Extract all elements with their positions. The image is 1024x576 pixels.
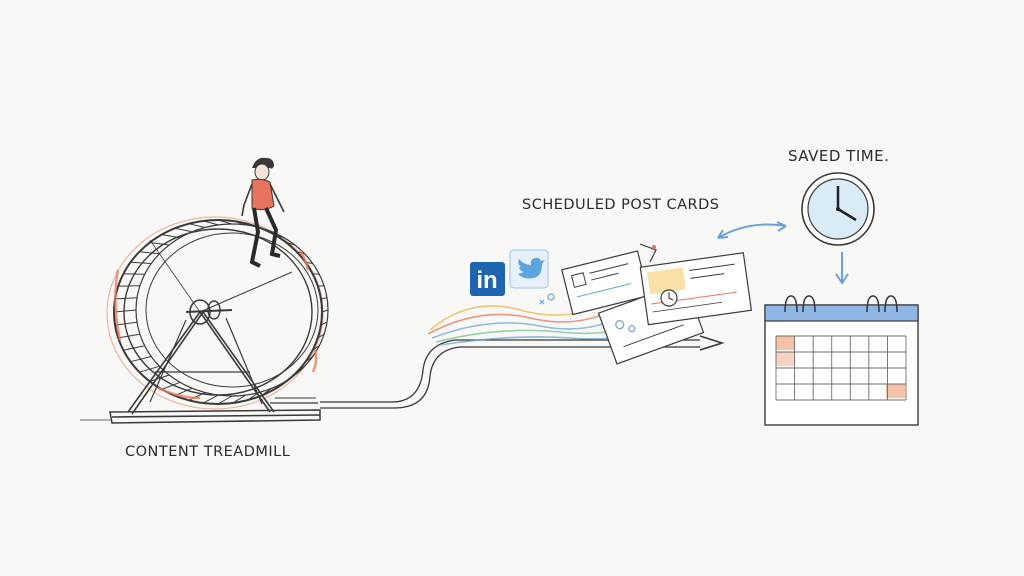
- wheel-rung: [113, 309, 137, 313]
- wheel-rung: [161, 234, 181, 239]
- clock-icon: [801, 172, 875, 246]
- wheel-rung: [149, 242, 170, 246]
- wheel-rung: [130, 261, 152, 264]
- wheel-accents: [114, 249, 318, 400]
- wheel-rung: [312, 345, 320, 351]
- wheel-rung: [203, 220, 219, 226]
- wheel-rung: [188, 392, 206, 401]
- calendar-grid: [775, 335, 907, 401]
- wheel-rung: [321, 309, 329, 313]
- flow-pipe: [320, 335, 725, 409]
- wheel-rung: [217, 395, 233, 405]
- wheel-rung: [139, 365, 160, 373]
- wheel-rung: [174, 227, 193, 233]
- wheel-rung: [161, 381, 181, 390]
- wheel-rung: [232, 220, 246, 226]
- wheel-rung: [139, 251, 160, 255]
- wheel-rung: [320, 297, 328, 300]
- wheel-stand: [80, 311, 321, 424]
- wheel-rung: [232, 394, 246, 404]
- wheel-rung: [202, 394, 219, 404]
- wheel-rung: [285, 242, 296, 246]
- calendar-icon: [764, 295, 919, 426]
- wheel-rung: [296, 365, 305, 373]
- wheel-rung: [305, 356, 314, 363]
- post-cards: [561, 243, 753, 365]
- wheel-rung: [188, 223, 206, 228]
- wheel-rung: [149, 374, 170, 382]
- wheel-rung: [123, 273, 145, 275]
- wheel-rung: [118, 333, 140, 339]
- wheel-rung: [130, 356, 152, 363]
- hamster-wheel: [106, 216, 329, 410]
- wheel-rung: [312, 273, 320, 275]
- linkedin-icon: in: [470, 262, 505, 296]
- label-content-treadmill: CONTENT TREADMILL: [125, 444, 291, 460]
- sparkle-doodles: [539, 293, 555, 305]
- wheel-rung: [261, 227, 273, 233]
- wheel-rung: [317, 333, 325, 339]
- label-scheduled-post-cards: SCHEDULED POST CARDS: [522, 197, 720, 213]
- person-figure: [241, 157, 285, 268]
- wheel-rung: [123, 345, 145, 351]
- wheel-rung: [115, 321, 138, 326]
- label-saved-time: SAVED TIME.: [788, 147, 890, 165]
- wheel-rung: [273, 381, 285, 390]
- blue-arrows: [717, 221, 849, 285]
- wheel-rung: [217, 219, 233, 225]
- wheel-rung: [115, 297, 138, 300]
- linkedin-icon-text: in: [476, 267, 497, 294]
- bird-icon: [509, 249, 549, 289]
- wheel-rung: [260, 387, 273, 397]
- wheel-rung: [320, 321, 328, 326]
- wheel-rung: [285, 374, 296, 382]
